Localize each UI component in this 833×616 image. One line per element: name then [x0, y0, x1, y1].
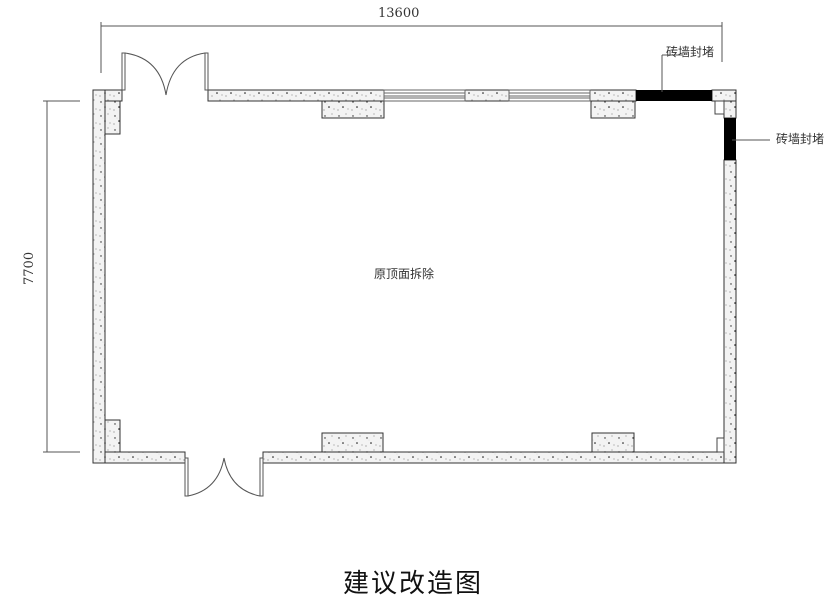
drawing-title: 建议改造图: [343, 569, 484, 599]
column-top-1: [321, 100, 385, 119]
annotation-right-infill: 砖墙封堵: [776, 132, 825, 146]
brick-infill: [636, 90, 736, 160]
dimension-left: [43, 100, 80, 453]
column-top-2: [590, 100, 636, 119]
dimension-top: [100, 22, 723, 73]
annotation-top-infill: 砖墙封堵: [666, 45, 715, 59]
column-bottom-2: [591, 432, 635, 453]
dimension-width-label: 13600: [378, 6, 420, 21]
column-bottom-1: [321, 432, 384, 453]
dimension-height-label: 7700: [22, 251, 37, 285]
windows: [383, 89, 591, 102]
nub-bottom-right: [716, 437, 725, 453]
room-label: 原顶面拆除: [374, 267, 435, 281]
door-top: [121, 52, 209, 96]
nub-top-right: [714, 100, 725, 115]
door-bottom: [184, 457, 264, 497]
leaders: [661, 54, 770, 141]
